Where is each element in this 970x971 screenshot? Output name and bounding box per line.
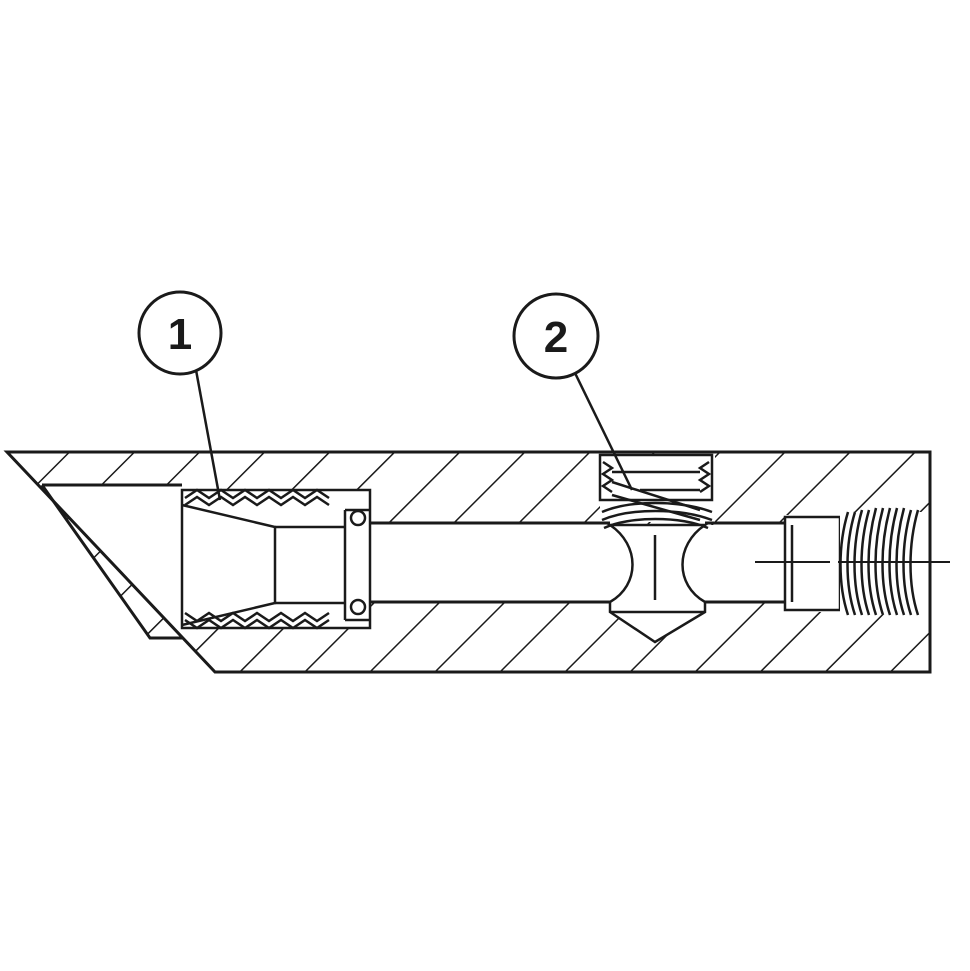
upper-thread-teeth — [184, 488, 330, 500]
lower-thread-teeth — [184, 618, 330, 630]
port-thread-crests — [839, 507, 920, 616]
callout-2-label: 2 — [544, 313, 568, 362]
main-bore — [370, 521, 785, 604]
threaded-insert-fitting — [180, 488, 372, 630]
lower-oring — [349, 598, 367, 616]
callout-2: 2 — [512, 292, 600, 380]
leader-lines — [194, 369, 634, 501]
callout-1: 1 — [137, 290, 223, 376]
callout-2-circle — [512, 292, 600, 380]
centerlines — [755, 552, 950, 572]
part-body — [7, 452, 930, 672]
body-outline — [3, 450, 932, 674]
upper-oring — [349, 509, 367, 527]
callout-1-label: 1 — [168, 310, 192, 359]
left-chamfer-cavity — [40, 483, 182, 640]
cross-hole-plug — [598, 453, 714, 644]
callout-1-circle — [137, 290, 223, 376]
